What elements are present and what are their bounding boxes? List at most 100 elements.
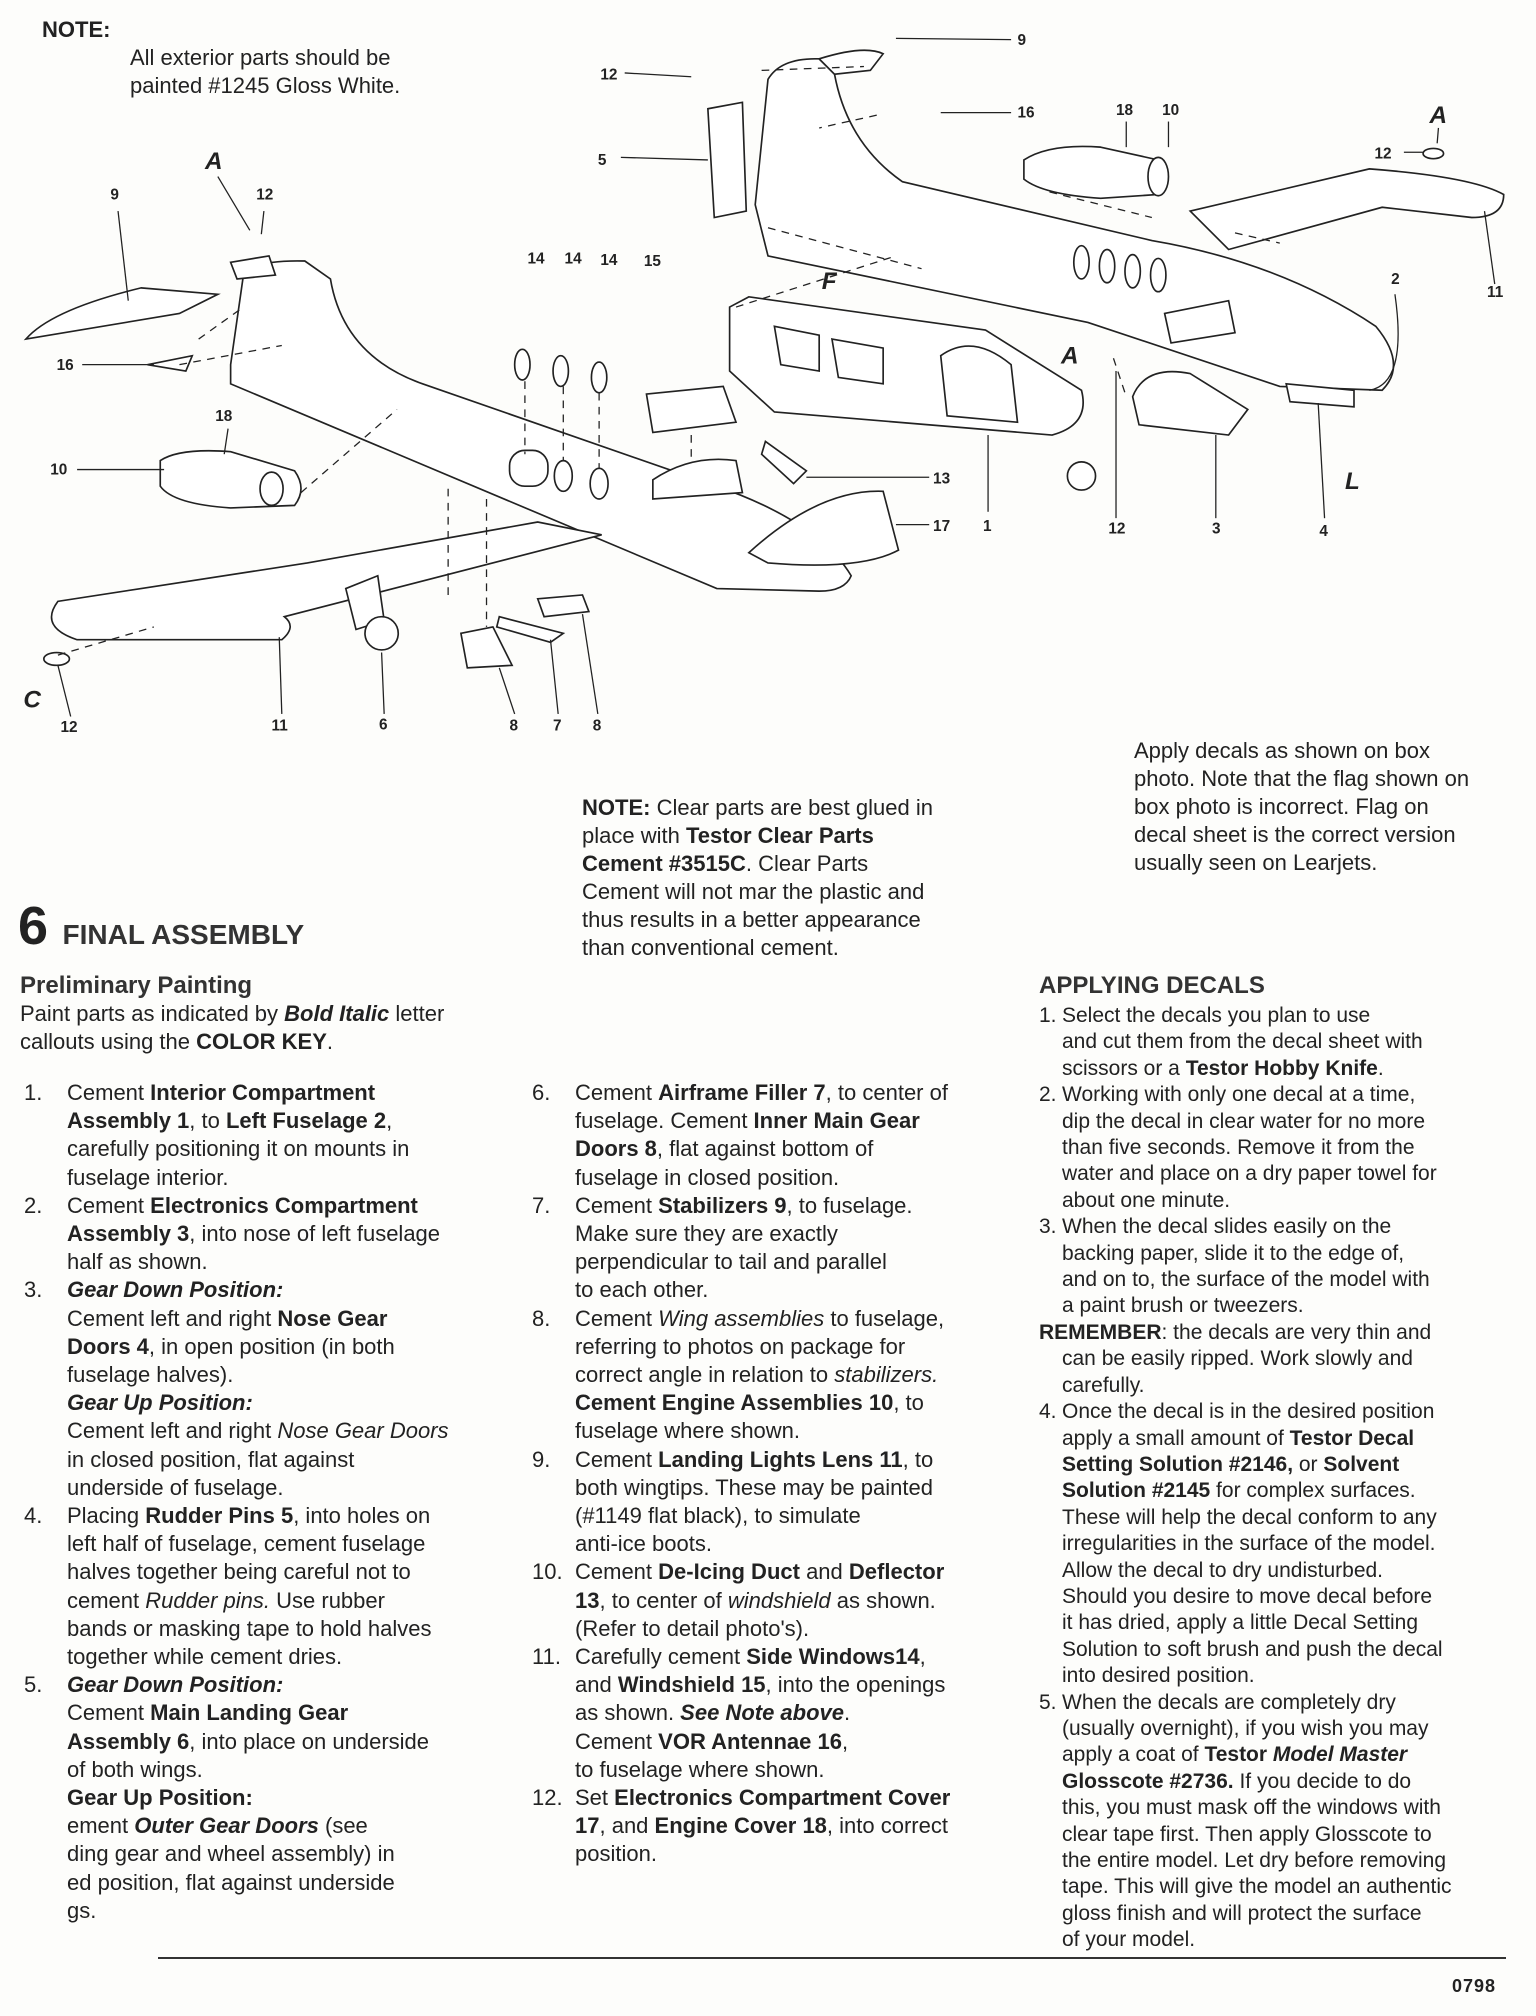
text-run: Gear Down Position: bbox=[67, 1672, 284, 1698]
section-number: 6 bbox=[18, 896, 49, 956]
step-number: 2. bbox=[24, 1192, 43, 1218]
text-run: NOTE: bbox=[582, 795, 651, 820]
step-text: When the decal slides easily on the back… bbox=[1062, 1214, 1529, 1320]
left-fuselage-half bbox=[229, 260, 853, 592]
text-run: If you decide to do this, you must mask … bbox=[1062, 1769, 1452, 1952]
callout-F: F bbox=[822, 268, 838, 295]
step-number: 7. bbox=[532, 1192, 551, 1218]
electronics-compartment-3 bbox=[1131, 370, 1250, 436]
step-number: 8. bbox=[532, 1305, 551, 1331]
step-number: 5. bbox=[24, 1672, 43, 1698]
decal-steps-4-5: 4.Once the decal is in the desired posit… bbox=[1039, 1399, 1529, 1954]
clear-parts-note: NOTE: Clear parts are best glued in plac… bbox=[582, 794, 933, 962]
text-run: When the decal slides easily on the back… bbox=[1062, 1215, 1430, 1318]
callout-16: 16 bbox=[1017, 105, 1034, 122]
text-run: Cement bbox=[575, 1192, 659, 1218]
step-text: Placing Rudder Pins 5, into holes on lef… bbox=[67, 1502, 524, 1671]
callout-11: 11 bbox=[272, 718, 289, 735]
callout-8: 8 bbox=[593, 718, 602, 735]
instruction-step: 2. Cement Electronics Compartment Assembl… bbox=[24, 1192, 524, 1277]
instruction-step: 6.Cement Airframe Filler 7, to center of… bbox=[532, 1079, 1012, 1192]
exterior-paint-note: NOTE: All exterior parts should be painte… bbox=[42, 16, 400, 100]
step-text: Set Electronics Compartment Cover 17, an… bbox=[575, 1784, 1012, 1869]
text-run: . bbox=[1377, 1056, 1384, 1080]
text-run: stabilizers. bbox=[834, 1362, 939, 1388]
preliminary-painting-text: Paint parts as indicated by Bold Italic … bbox=[20, 1000, 444, 1056]
callout-4: 4 bbox=[1319, 523, 1328, 540]
text-run: Cement bbox=[575, 1446, 659, 1472]
text-run: (see ding gear and wheel assembly) in ed… bbox=[67, 1813, 395, 1923]
text-run: letter callouts using the bbox=[20, 1001, 445, 1054]
instruction-step: 12.Set Electronics Compartment Cover 17,… bbox=[532, 1784, 1012, 1869]
text-run: , into holes on left half of fuselage, c… bbox=[67, 1503, 431, 1613]
text-run: , into nose of left fuselage half as sho… bbox=[67, 1221, 441, 1275]
text-run: , to bbox=[189, 1108, 226, 1134]
steps-column-1: 1.Cement Interior Compartment Assembly 1… bbox=[24, 1079, 524, 1925]
instruction-step: 1.Cement Interior Compartment Assembly 1… bbox=[24, 1079, 524, 1192]
step-number: 1. bbox=[1039, 1004, 1057, 1027]
callout-A: A bbox=[1428, 102, 1447, 129]
callout-1: 1 bbox=[983, 518, 992, 535]
callout-14: 14 bbox=[600, 252, 618, 269]
callout-12: 12 bbox=[60, 719, 77, 736]
preliminary-painting-heading: Preliminary Painting bbox=[20, 972, 253, 999]
text-run: Use rubber bands or masking tape to hold… bbox=[67, 1587, 432, 1670]
callout-15: 15 bbox=[644, 253, 662, 270]
text-run: Clear parts are best glued in place with bbox=[582, 795, 933, 848]
callout-5: 5 bbox=[598, 152, 607, 169]
text-run: for complex surfaces. These will help th… bbox=[1062, 1479, 1443, 1688]
callout-lines bbox=[57, 37, 1496, 717]
instruction-step: 9.Cement Landing Lights Lens 11, to both… bbox=[532, 1446, 1012, 1559]
text-run: . bbox=[326, 1029, 334, 1054]
text-run: Testor Clear Parts Cement #3515C bbox=[582, 823, 874, 876]
callout-10: 10 bbox=[50, 462, 67, 479]
text-run: Cement bbox=[575, 1080, 659, 1105]
callout-6: 6 bbox=[379, 716, 388, 733]
text-run: , in open position (in both fuselage hal… bbox=[67, 1333, 395, 1388]
callout-8: 8 bbox=[510, 718, 519, 735]
note-text: All exterior parts should be painted #12… bbox=[130, 45, 401, 98]
text-run: Main Landing Gear Assembly 6 bbox=[67, 1700, 349, 1754]
text-run: Cement left and right bbox=[67, 1305, 272, 1331]
text-run: windshield bbox=[727, 1587, 831, 1613]
side-window-14 bbox=[513, 348, 531, 381]
right-engine bbox=[1023, 145, 1166, 200]
electronics-cover-17 bbox=[747, 490, 900, 566]
text-run: to fuselage, referring to photos on pack… bbox=[575, 1305, 945, 1388]
text-run: Testor Decal Setting Solution #2146, bbox=[1062, 1426, 1415, 1476]
note-label: NOTE: bbox=[42, 17, 111, 42]
callout-A: A bbox=[204, 148, 223, 175]
text-run: Cement Engine Assemblies 10 bbox=[575, 1390, 894, 1416]
text-run: See Note above bbox=[680, 1700, 845, 1726]
step-number: 3. bbox=[1039, 1215, 1057, 1239]
tail-cap bbox=[229, 254, 277, 280]
step-number: 1. bbox=[24, 1080, 43, 1105]
step-text: Cement Wing assemblies to fuselage, refe… bbox=[575, 1305, 1012, 1446]
text-run: Bold Italic bbox=[284, 1001, 390, 1026]
text-run: Select the decals you plan to use and cu… bbox=[1062, 1004, 1423, 1080]
text-run: , into the openings as shown. bbox=[575, 1672, 946, 1726]
stabilizer-9-left bbox=[23, 287, 221, 341]
window bbox=[1124, 253, 1142, 289]
callout-14: 14 bbox=[565, 251, 583, 268]
instruction-step: 8. Cement Wing assemblies to fuselage, re… bbox=[532, 1305, 1012, 1446]
instruction-step: 2.Working with only one decal at a time,… bbox=[1039, 1082, 1529, 1214]
text-run: , flat against bottom of fuselage in clo… bbox=[575, 1136, 874, 1190]
text-run: Cement bbox=[67, 1700, 145, 1726]
text-run: VOR Antennae 16 bbox=[658, 1728, 842, 1754]
callout-C: C bbox=[23, 687, 41, 714]
windshield-15 bbox=[645, 385, 738, 434]
instruction-step: 4.Placing Rudder Pins 5, into holes on l… bbox=[24, 1502, 524, 1671]
text-run: Cement bbox=[67, 1080, 151, 1105]
text-run: , to center of bbox=[599, 1587, 728, 1613]
text-run: Nose Gear Doors 4 bbox=[67, 1305, 388, 1359]
callout-12: 12 bbox=[1374, 146, 1391, 163]
step-text: Cement Electronics Compartment Assembly … bbox=[67, 1192, 524, 1277]
text-run: Electronics Compartment Assembly 3 bbox=[67, 1192, 418, 1247]
text-run: Rudder Pins 5 bbox=[145, 1503, 294, 1529]
callout-12: 12 bbox=[600, 66, 617, 83]
text-run: Paint parts as indicated by bbox=[20, 1001, 285, 1026]
text-run: Carefully cement bbox=[575, 1644, 747, 1670]
text-run: Cement bbox=[67, 1192, 151, 1218]
text-run: Rudder pins. bbox=[145, 1587, 271, 1613]
